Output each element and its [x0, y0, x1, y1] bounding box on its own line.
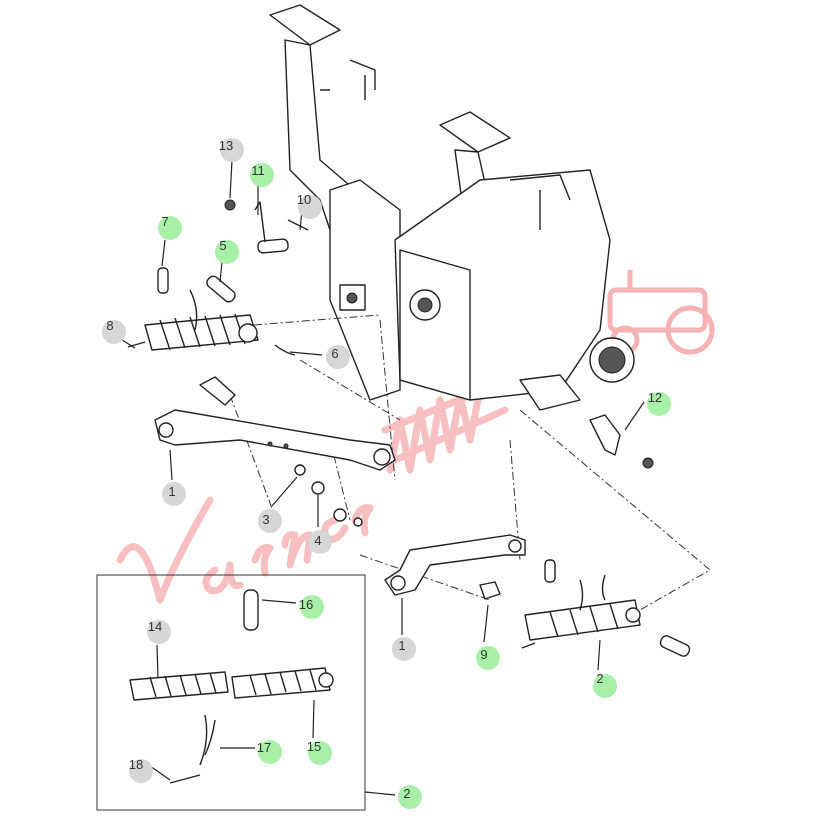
- svg-text:17: 17: [257, 740, 271, 755]
- inset-box: [96, 574, 396, 811]
- callout-12: 12: [647, 390, 671, 416]
- svg-text:16: 16: [299, 597, 313, 612]
- callout-3: 3: [258, 509, 282, 533]
- svg-text:1: 1: [168, 484, 175, 499]
- callout-15: 15: [307, 739, 332, 765]
- callout-8: 8: [102, 318, 126, 344]
- svg-text:11: 11: [251, 163, 265, 178]
- callout-17: 17: [257, 740, 282, 764]
- svg-text:10: 10: [297, 192, 311, 207]
- callout-9: 9: [476, 646, 500, 670]
- callout-16: 16: [299, 595, 324, 619]
- callout-1b: 1: [392, 637, 416, 661]
- upper-link-assembly: [127, 199, 309, 406]
- callout-11: 11: [250, 163, 274, 187]
- svg-text:2: 2: [596, 671, 603, 686]
- svg-text:14: 14: [148, 619, 162, 634]
- lift-arm-left: [154, 409, 396, 527]
- tractor-logo-icon: [607, 270, 715, 355]
- svg-text:3: 3: [262, 512, 269, 527]
- svg-text:4: 4: [314, 533, 321, 548]
- callout-2b: 2: [398, 785, 422, 809]
- leader-lines: [121, 159, 645, 781]
- callout-7: 7: [158, 214, 182, 240]
- svg-text:2: 2: [403, 786, 410, 801]
- svg-text:9: 9: [480, 647, 487, 662]
- callout-1: 1: [162, 482, 186, 506]
- callout-6: 6: [326, 345, 350, 369]
- svg-text:8: 8: [106, 318, 113, 333]
- callout-18: 18: [129, 757, 153, 783]
- svg-text:6: 6: [331, 346, 338, 361]
- svg-text:7: 7: [161, 214, 168, 229]
- callout-13: 13: [219, 138, 244, 162]
- callout-10: 10: [297, 192, 322, 219]
- svg-text:1: 1: [398, 638, 405, 653]
- lift-arm-right: [384, 534, 526, 600]
- transmission-housing: [269, 4, 635, 411]
- svg-text:18: 18: [129, 757, 143, 772]
- right-rod-assembly: [521, 414, 691, 657]
- svg-text:12: 12: [648, 390, 662, 405]
- callout-5: 5: [215, 238, 239, 264]
- svg-text:15: 15: [307, 739, 321, 754]
- callout-4: 4: [308, 530, 332, 554]
- callout-2: 2: [593, 671, 617, 698]
- svg-text:5: 5: [219, 238, 226, 253]
- svg-text:13: 13: [219, 138, 233, 153]
- callout-14: 14: [147, 619, 171, 644]
